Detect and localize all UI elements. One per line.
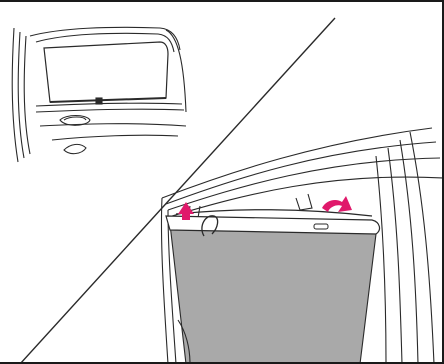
right-pillar-2: [400, 140, 418, 364]
door-inset: [12, 27, 186, 162]
door-pillar-line-1: [12, 28, 18, 162]
roof-arc-4: [172, 177, 444, 216]
upward-arrow-icon: [178, 202, 194, 214]
window-frame-right-outer: [166, 30, 186, 112]
door-armrest-line: [40, 124, 186, 126]
door-pillar-line-3: [24, 36, 30, 154]
door-pocket: [64, 144, 86, 153]
right-pillar-4: [376, 156, 386, 364]
roof-arc-3: [168, 158, 440, 210]
window-sunshade-panel: [44, 42, 168, 102]
mount-right: [296, 194, 312, 210]
sunshade-hook: [96, 98, 102, 104]
door-lower-line: [52, 135, 178, 140]
right-pillar-1: [410, 132, 434, 364]
door-beltline-2: [36, 109, 184, 112]
door-pillar-line-2: [18, 32, 24, 158]
curved-arrow-icon: [322, 196, 352, 212]
sunshade-bottom-bar: [50, 98, 166, 102]
door-handle: [64, 117, 86, 120]
rear-sunshade-fabric: [170, 222, 377, 364]
left-pillar-1: [161, 198, 168, 364]
right-pillar-3: [388, 148, 402, 364]
arrow-right: [322, 196, 352, 212]
door-beltline-1: [36, 103, 182, 106]
